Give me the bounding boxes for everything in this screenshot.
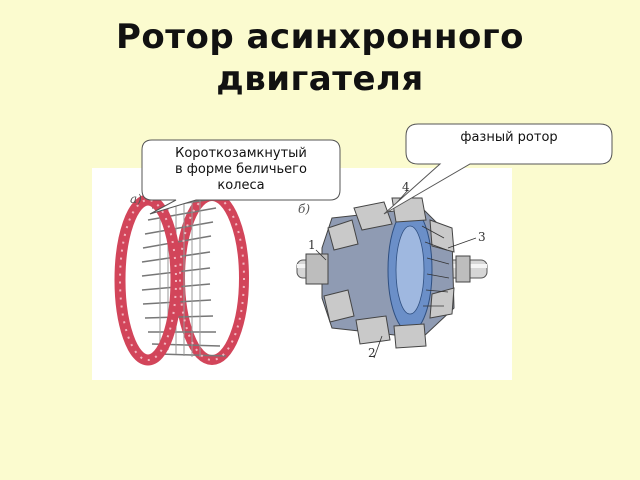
squirrel-cage-callout-bubble [141,139,341,215]
figure-label-b: б) [298,202,311,216]
squirrel-cage-callout: Короткозамкнутый в форме беличьего колес… [142,146,340,194]
rotor-illustration: а) б) 1 2 3 4 [92,168,512,380]
squirrel-cage-callout-line-1: Короткозамкнутый [175,146,307,161]
part-label-4: 4 [402,180,410,194]
rotor-drawing [114,189,488,366]
part-label-1: 1 [308,238,316,252]
part-label-2: 2 [368,346,376,360]
phase-rotor-callout: фазный ротор [406,130,612,146]
phase-rotor-callout-bubble [383,123,613,215]
phase-rotor-callout-text: фазный ротор [460,130,558,145]
slide-title: Ротор асинхронного двигателя [0,16,640,100]
squirrel-cage-callout-line-2: в форме беличьего [175,162,307,177]
figure-label-a: а) [130,192,142,206]
title-line-1: Ротор асинхронного [115,17,525,57]
squirrel-cage-callout-line-3: колеса [217,178,265,193]
title-line-2: двигателя [216,59,424,99]
phase-rotor-drawing [296,189,488,359]
part-label-3: 3 [478,230,486,244]
